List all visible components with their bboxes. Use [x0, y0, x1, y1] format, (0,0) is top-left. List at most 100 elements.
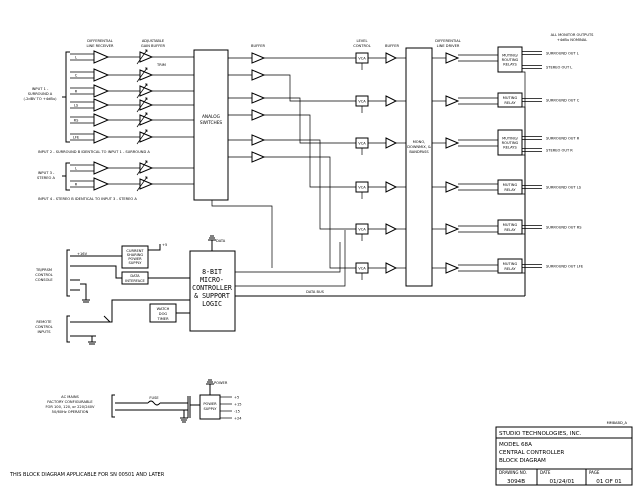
rail-label-0: +5 — [234, 396, 239, 400]
output-3: SURROUND OUT R — [522, 136, 580, 141]
micro-label-3: CONTROLLER — [192, 284, 232, 292]
remote-label-1: REMOTE — [36, 320, 52, 324]
watchdog-1: WATCH — [157, 307, 170, 311]
ac-mains-1: AC MAINS — [61, 395, 79, 399]
mono-block-label-1: MONO, — [413, 140, 426, 144]
ac-mains-3: FOR 100, 120, or 220/240V — [45, 405, 95, 409]
input1-label-1: INPUT 1 - — [32, 87, 49, 91]
relay-box — [497, 219, 523, 235]
title-company: STUDIO TECHNOLOGIES, INC. — [499, 431, 582, 437]
output-wire — [522, 65, 542, 69]
input-wires — [70, 87, 84, 95]
power-label: POWER — [214, 381, 228, 385]
signal-wire-4 — [264, 139, 356, 230]
relay-label: ROUTING — [502, 58, 519, 62]
relay-label: RELAYS — [503, 146, 517, 150]
relay-label: RELAYS — [503, 63, 517, 67]
title-model: MODEL 68A — [499, 442, 532, 448]
input-channel-label: R — [75, 90, 78, 94]
diff-receiver-triangle — [93, 161, 110, 175]
relay-label: RELAY — [504, 228, 516, 232]
tb-label-1: TB/PRSM — [35, 268, 52, 272]
mid-buffer-4 — [228, 134, 266, 146]
micro-label-5: LOGIC — [202, 300, 222, 308]
data-bus-label: DATA BUS — [306, 290, 324, 294]
title-desc2: BLOCK DIAGRAM — [499, 458, 546, 464]
header-adj-buffer-2: GAIN BUFFER — [141, 44, 166, 48]
input-wires — [70, 101, 84, 109]
trim-arrow — [136, 160, 148, 176]
input-row-stereo-1: R — [70, 176, 194, 192]
gain-buffer-triangle — [139, 51, 154, 63]
output-4: STEREO OUT R — [522, 148, 573, 153]
title-drawing-no: 3094B — [507, 479, 525, 485]
vca-control-line — [235, 242, 341, 273]
input-channel-label: RS — [74, 119, 79, 123]
input-row-surround-3: LS — [70, 97, 194, 113]
gain-buffer-triangle — [139, 162, 154, 174]
trim-arrow — [136, 83, 148, 99]
output-chains: VCAVCAVCAVCAVCAVCAMUTING/ROUTINGRELAYSMU… — [211, 46, 584, 296]
input4-label: INPUT 4 - STEREO B IDENTICAL TO INPUT 3 … — [38, 197, 137, 201]
gain-buffer-triangle — [139, 114, 154, 126]
receiver-in — [84, 53, 94, 61]
input-channel-label: R — [75, 183, 78, 187]
header-diff-driver-2: LINE DRIVER — [437, 44, 460, 48]
driver-out — [458, 183, 498, 191]
switch-control-bus — [211, 200, 273, 268]
output-label: SURROUND OUT LS — [546, 186, 582, 190]
input-wires — [70, 71, 84, 79]
diff-receiver-triangle — [93, 84, 110, 98]
tb-label-2: CONTROL — [35, 273, 53, 277]
input2-label: INPUT 2 - SURROUND B IDENTICAL TO INPUT … — [38, 150, 150, 154]
relay-label: MUTING — [503, 183, 518, 187]
mid-buffer-triangle — [251, 52, 266, 64]
title-desc1: CENTRAL CONTROLLER — [499, 450, 564, 456]
buffer2-triangle — [385, 137, 398, 149]
trim-arrow — [136, 112, 148, 128]
output-label: STEREO OUT R — [546, 149, 573, 153]
receiver-in — [84, 133, 94, 141]
buffer2-triangle — [385, 95, 398, 107]
input-channel-label: C — [75, 74, 78, 78]
output-chain-5: VCA — [355, 262, 498, 280]
current-sharing-4: SUPPLY — [129, 261, 143, 265]
relay-label: RELAY — [504, 267, 516, 271]
line-driver-triangle — [445, 181, 460, 193]
remote-label-2: CONTROL — [35, 325, 53, 329]
line-driver-triangle — [445, 52, 460, 64]
relay-box — [497, 46, 523, 73]
output-label: SURROUND OUT R — [546, 137, 580, 141]
supply-rails: +5+15-15+24 — [220, 396, 242, 421]
relay-label: MUTING — [503, 223, 518, 227]
output-wire — [522, 264, 542, 268]
input-row-surround-4: RS — [70, 112, 194, 128]
header-monitor-outputs-2: +4dBu NOMINAL — [557, 38, 587, 42]
output-7: SURROUND OUT LFE — [522, 264, 584, 269]
diff-receiver-triangle — [93, 98, 110, 112]
mid-buffer-5 — [228, 151, 266, 163]
ac-mains-2: FACTORY CONFIGURABLE — [47, 400, 93, 404]
input-wires — [70, 164, 84, 172]
output-chain-1: VCA — [355, 95, 498, 113]
input-row-surround-0: L — [70, 49, 194, 65]
micro-label-1: 8-BIT — [202, 268, 222, 276]
vca-label: VCA — [358, 142, 366, 146]
relay-box — [497, 258, 523, 274]
vca-label: VCA — [358, 100, 366, 104]
mid-buffer-3 — [228, 109, 266, 121]
output-wire — [522, 225, 542, 229]
column-headers: DIFFERENTIAL LINE RECEIVER ADJUSTABLE GA… — [87, 33, 595, 48]
relay-box — [497, 92, 523, 108]
title-page: 01 OF 01 — [596, 479, 622, 485]
output-0: SURROUND OUT L — [522, 51, 579, 56]
line-driver-triangle — [445, 223, 460, 235]
output-wire — [522, 148, 542, 152]
relay-label: MUTING/ — [502, 136, 518, 140]
buffer2-triangle — [385, 181, 398, 193]
input-wires — [70, 133, 84, 141]
input-wires — [70, 53, 84, 61]
micro-label-2: MICRO- — [200, 276, 224, 284]
relay-label: RELAY — [504, 188, 516, 192]
